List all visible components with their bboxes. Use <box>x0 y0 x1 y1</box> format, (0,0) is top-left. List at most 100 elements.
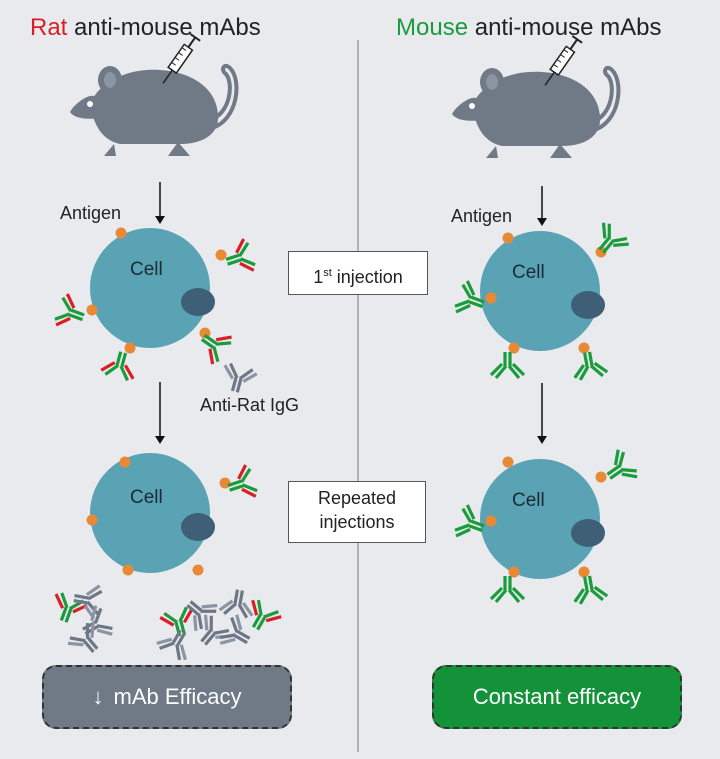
right-mouse-antibody-7 <box>489 576 526 604</box>
antibody-stem <box>225 253 240 261</box>
antibody-stem <box>236 630 251 640</box>
antibody-stem <box>587 351 594 366</box>
antibody-arm-inner <box>454 299 471 308</box>
syringe-tick <box>560 54 565 58</box>
antibody-stem <box>583 576 589 591</box>
right-mouse-antibody-1 <box>598 222 629 254</box>
antibody-arm-inner <box>159 641 175 650</box>
antibody-arm-outer <box>156 637 173 645</box>
repeated-line-1: Repeated <box>317 488 397 508</box>
antibody-stem <box>227 479 242 487</box>
syringe-tick <box>174 57 180 61</box>
mouse-body <box>90 69 219 144</box>
antibody-arm-outer <box>65 293 76 309</box>
syringe-plunger <box>187 36 197 48</box>
antibody-stem <box>233 589 240 604</box>
syringe-tick <box>171 61 176 66</box>
syringe-needle <box>544 71 555 86</box>
antibody-arm-inner <box>215 341 232 346</box>
right-mouse-antibody-3 <box>489 352 526 380</box>
antibody-arm-inner <box>61 296 73 312</box>
antibody-stem <box>70 308 85 317</box>
antibody-arm-outer <box>54 593 65 609</box>
antibody-stem <box>227 258 242 266</box>
mouse-ear-inner <box>104 72 116 88</box>
antibody-stem <box>200 338 215 349</box>
antibody-stem <box>74 594 89 600</box>
antibody-arm-outer <box>511 586 526 601</box>
right-title: Mouse anti-mouse mAbs <box>396 14 661 42</box>
antibody-arm-outer <box>193 615 198 631</box>
right-arrow-1 <box>537 186 547 226</box>
antibody-arm-outer <box>55 316 71 327</box>
antibody-arm-outer <box>455 527 471 538</box>
antibody-arm-inner <box>256 599 263 616</box>
syringe-plunger <box>569 38 579 50</box>
right-mouse-antibody-8 <box>573 575 609 605</box>
mouse-snout <box>70 95 98 119</box>
right-cell-2 <box>480 459 605 579</box>
antibody-stem <box>468 524 484 533</box>
syringe-needle <box>162 69 173 84</box>
antibody-arm-inner <box>578 365 590 381</box>
antibody-stem <box>256 616 266 631</box>
antigen-dot <box>119 456 131 468</box>
antibody-arm-outer <box>613 449 620 466</box>
complex-igg-5 <box>200 614 231 646</box>
antibody-arm-inner <box>507 364 521 380</box>
left-cell-2 <box>90 453 215 573</box>
antibody-arm-inner <box>237 603 249 619</box>
antigen-dot <box>578 342 590 354</box>
right-arrow-2 <box>537 383 547 444</box>
antigen-dot <box>508 566 520 578</box>
antibody-stem <box>115 351 123 366</box>
arrow-head <box>155 216 165 224</box>
antibody-arm-inner <box>229 362 239 379</box>
right-result-label: Constant efficacy <box>472 684 642 709</box>
first-injection-prefix: 1 <box>313 267 324 287</box>
right-mouse-antibody-4 <box>573 351 609 381</box>
antigen-dot <box>219 477 231 489</box>
cell-nucleus <box>571 291 605 319</box>
left-title-species: Rat <box>30 14 68 41</box>
antigen-dot <box>115 227 127 239</box>
mouse-back-foot <box>168 142 190 156</box>
antibody-arm-outer <box>182 608 194 624</box>
antibody-arm-outer <box>90 605 98 622</box>
antibody-stem <box>468 300 484 309</box>
antibody-arm-outer <box>239 261 255 272</box>
antigen-dot <box>86 304 98 316</box>
antibody-stem <box>203 334 218 345</box>
antibody-stem <box>606 465 620 476</box>
syringe-tick <box>178 52 183 56</box>
antibody-arm-outer <box>235 238 246 254</box>
antigen-dot <box>86 514 98 526</box>
antibody-arm-inner <box>238 241 250 257</box>
complex-igg-4 <box>186 600 218 631</box>
antibody-arm-inner <box>239 368 254 380</box>
antibody-stem <box>470 295 485 304</box>
antibody-stem <box>229 484 244 492</box>
mouse-eye <box>87 101 93 107</box>
mouse-eye <box>469 103 475 109</box>
left-rat-antibody-4 <box>200 334 232 365</box>
left-mouse-icon <box>70 33 239 156</box>
left-result-label: mAb Efficacy <box>113 684 242 709</box>
antibody-arm-inner <box>507 588 521 604</box>
right-title-rest: anti-mouse mAbs <box>468 14 662 41</box>
antigen-dot <box>502 456 514 468</box>
syringe-tick <box>553 63 558 68</box>
antibody-arm-outer <box>573 364 586 379</box>
antibody-arm-inner <box>621 468 637 473</box>
antibody-arm-inner <box>219 633 236 640</box>
antibody-arm-outer <box>241 601 254 617</box>
antibody-arm-inner <box>617 451 626 468</box>
antibody-stem <box>64 608 73 623</box>
antibody-stem <box>176 632 187 646</box>
antibody-arm-inner <box>461 507 473 523</box>
syringe-plunger-cap <box>571 35 583 44</box>
antibody-arm-outer <box>241 487 257 498</box>
mouse-tail <box>590 65 621 132</box>
